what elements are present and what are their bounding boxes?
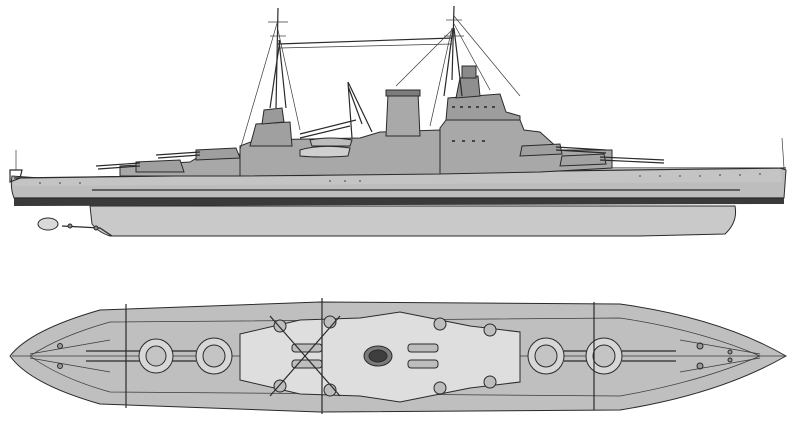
funnel — [385, 91, 421, 137]
plan-stern-fittings — [29, 339, 111, 373]
upper-strake — [14, 168, 782, 186]
plan-view — [9, 298, 788, 414]
midships-structure — [239, 81, 441, 177]
aft-superstructure — [95, 147, 241, 177]
bow-jackstaff — [781, 137, 785, 169]
portholes — [39, 173, 761, 184]
bridge-tower — [439, 65, 665, 175]
plan-turrets — [86, 337, 676, 375]
profile-view — [9, 5, 787, 237]
boat-crane — [347, 81, 373, 139]
stern-details — [9, 150, 113, 237]
plan-spars — [125, 298, 595, 414]
plan-cranes — [269, 315, 341, 397]
plan-bow-fittings — [679, 339, 761, 373]
lower-hull — [89, 205, 736, 237]
plan-secondary-mounts — [273, 315, 497, 397]
boot-topping — [14, 198, 784, 206]
masts-rigging — [239, 5, 521, 151]
